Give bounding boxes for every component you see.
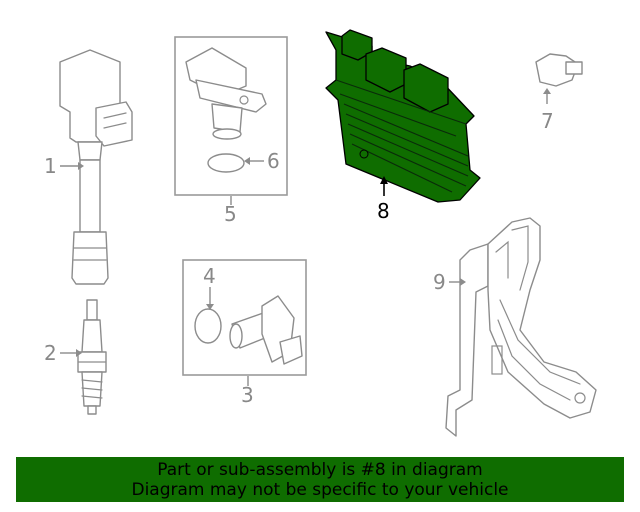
part-2-spark-plug[interactable] [77, 299, 107, 415]
part-7-clip[interactable] [535, 53, 583, 87]
callout-3[interactable]: 3 [241, 383, 254, 407]
part-5-group-box [174, 36, 288, 196]
part-3-sensor[interactable] [229, 295, 303, 365]
part-6-o-ring[interactable] [207, 153, 245, 173]
callout-8[interactable]: 8 [377, 199, 390, 223]
part-8-ecu[interactable] [325, 29, 481, 203]
callout-7[interactable]: 7 [541, 109, 554, 133]
part-3-group-box [182, 259, 307, 376]
parts-diagram: 1 2 3 4 5 6 7 8 9 [44, 29, 597, 437]
callout-4[interactable]: 4 [203, 264, 216, 288]
part-9-bracket[interactable] [445, 217, 597, 437]
callout-5[interactable]: 5 [224, 202, 237, 226]
callout-9[interactable]: 9 [433, 270, 446, 294]
notice-line-1: Part or sub-assembly is #8 in diagram [157, 460, 483, 480]
callout-2[interactable]: 2 [44, 341, 57, 365]
notice-banner: Part or sub-assembly is #8 in diagram Di… [16, 457, 624, 502]
notice-line-2: Diagram may not be specific to your vehi… [131, 480, 509, 500]
part-4-o-ring[interactable] [194, 308, 222, 344]
callout-1[interactable]: 1 [44, 154, 57, 178]
leader-lines [60, 88, 551, 386]
part-1-ignition-coil[interactable] [59, 49, 133, 285]
callout-6[interactable]: 6 [267, 149, 280, 173]
part-5-sensor[interactable] [185, 47, 267, 140]
